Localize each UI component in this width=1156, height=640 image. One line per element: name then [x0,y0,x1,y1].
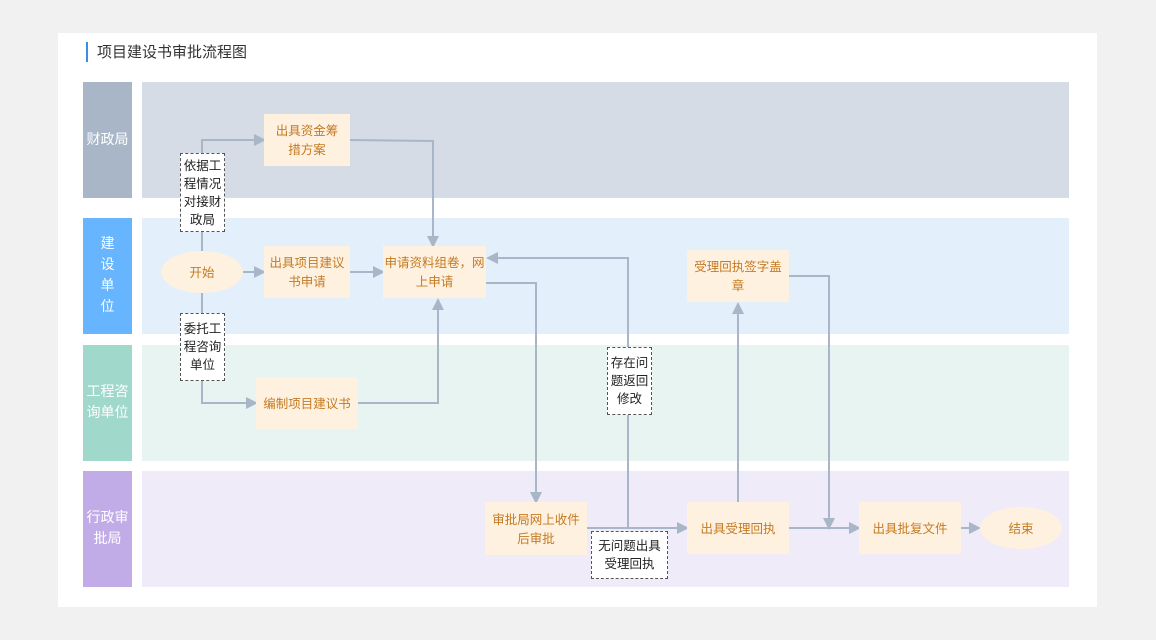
node-end[interactable]: 结束 [980,507,1062,549]
edge-label-entrust-consult: 委托工程咨询单位 [180,313,225,381]
node-start[interactable]: 开始 [161,251,243,293]
node-fund-plan[interactable]: 出具资金筹措方案 [264,114,350,166]
node-receipt-sign[interactable]: 受理回执签字盖章 [687,250,789,302]
lane-header-builder: 建设单位 [83,218,132,334]
lane-header-admin: 行政审批局 [83,471,132,587]
node-compile-proposal[interactable]: 编制项目建议书 [256,377,358,429]
lane-header-finance: 财政局 [83,82,132,198]
node-issue-approval[interactable]: 出具批复文件 [859,502,961,554]
edge-label-finance-contact: 依据工程情况对接财政局 [180,153,225,232]
node-online-apply[interactable]: 申请资料组卷，网上申请 [383,246,486,298]
edge-label-no-issue: 无问题出具受理回执 [591,531,668,579]
node-online-review[interactable]: 审批局网上收件后审批 [485,502,587,555]
node-proposal-request[interactable]: 出具项目建议书申请 [264,246,350,298]
lane-header-consult: 工程咨询单位 [83,345,132,461]
page-title: 项目建设书审批流程图 [86,42,247,62]
edge-label-return-fix: 存在问题返回修改 [607,347,652,415]
node-issue-receipt[interactable]: 出具受理回执 [687,502,789,554]
